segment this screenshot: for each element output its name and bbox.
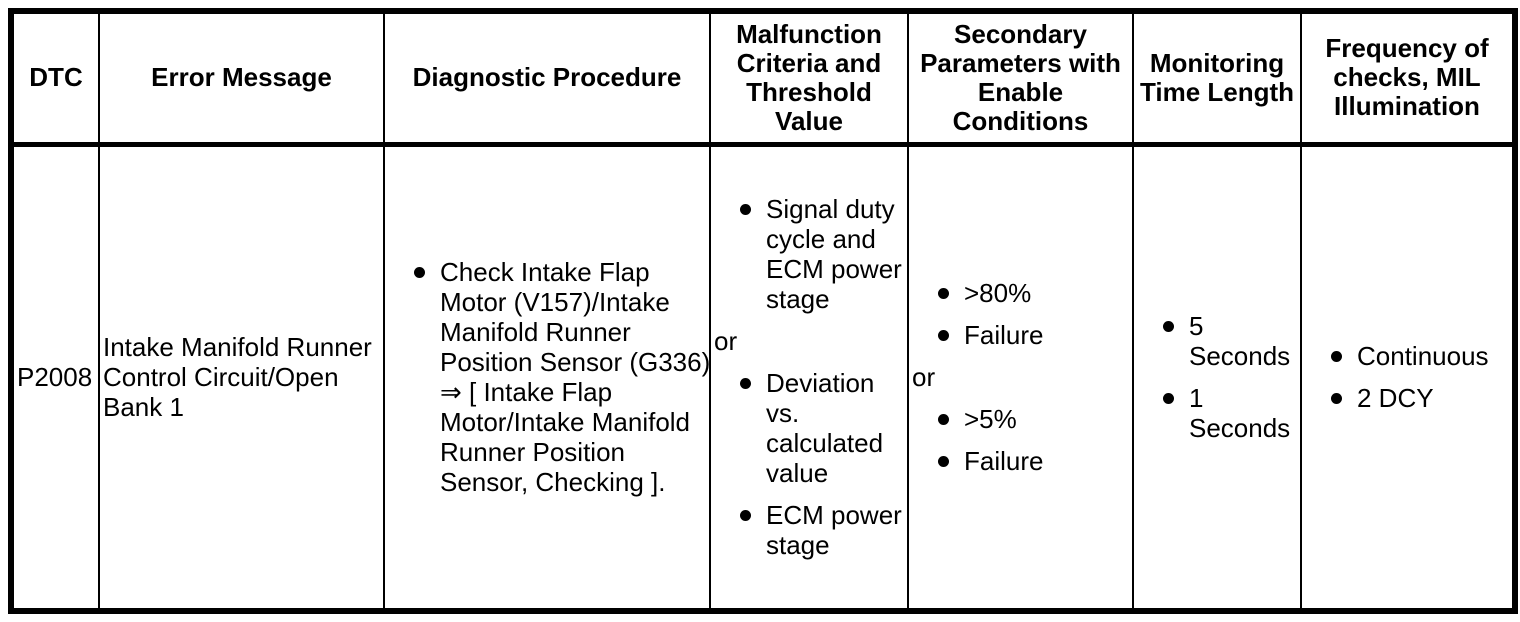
malfunction-item-text: Signal duty cycle and ECM power stage <box>766 194 902 315</box>
header-cell-diagnostic-procedure: Diagnostic Procedure <box>383 10 711 147</box>
header-cell-monitoring-time: Monitoring Time Length <box>1132 10 1302 147</box>
bullet-icon <box>938 414 949 426</box>
bullet-icon <box>938 456 949 468</box>
list-item: >5% <box>911 404 1130 434</box>
monitoring-time-text: 1 Seconds <box>1189 383 1291 444</box>
list-item: 1 Seconds <box>1136 383 1298 443</box>
monitoring-time-text: 5 Seconds <box>1189 311 1291 372</box>
or-connector: or <box>912 362 936 393</box>
frequency-text: Continuous <box>1357 341 1489 372</box>
list-item: Signal duty cycle and ECM power stage <box>713 194 905 314</box>
secondary-parameter-text: Failure <box>964 446 1044 477</box>
list-item: 2 DCY <box>1304 383 1510 413</box>
cell-monitoring-time: 5 Seconds 1 Seconds <box>1132 143 1302 612</box>
cell-malfunction-criteria: Signal duty cycle and ECM power stage or… <box>709 143 909 612</box>
header-cell-dtc: DTC <box>10 10 100 147</box>
header-cell-frequency: Frequency of checks, MIL Illumination <box>1300 10 1516 147</box>
bullet-icon <box>1163 393 1174 405</box>
list-item: ECM power stage <box>713 500 905 560</box>
bullet-icon <box>938 330 949 342</box>
malfunction-item-text: ECM power stage <box>766 500 902 561</box>
cell-error-message: Intake Manifold Runner Control Circuit/O… <box>98 143 385 612</box>
list-item: Failure <box>911 320 1130 350</box>
frequency-text: 2 DCY <box>1357 383 1434 414</box>
list-item: >80% <box>911 278 1130 308</box>
bullet-icon <box>740 204 751 216</box>
header-row: DTC Error Message Diagnostic Procedure M… <box>10 10 1516 147</box>
header-cell-error-message: Error Message <box>98 10 385 147</box>
cell-diagnostic-procedure: Check Intake Flap Motor (V157)/Intake Ma… <box>383 143 711 612</box>
bullet-icon <box>414 267 425 279</box>
bullet-icon <box>1331 393 1342 405</box>
bullet-icon <box>938 288 949 300</box>
secondary-parameter-text: >80% <box>964 278 1032 309</box>
diagnostic-procedure-text: Check Intake Flap Motor (V157)/Intake Ma… <box>440 257 710 498</box>
bullet-icon <box>740 378 751 390</box>
list-item: Deviation vs. calculated value <box>713 368 905 488</box>
bullet-icon <box>740 510 751 522</box>
list-item: Failure <box>911 446 1130 476</box>
cell-frequency: Continuous 2 DCY <box>1300 143 1516 612</box>
or-connector: or <box>714 326 738 357</box>
dtc-diagnostic-table: DTC Error Message Diagnostic Procedure M… <box>8 8 1518 614</box>
secondary-parameter-text: Failure <box>964 320 1044 351</box>
cell-secondary-parameters: >80% Failure or >5% Failure <box>907 143 1134 612</box>
error-message-text: Intake Manifold Runner Control Circuit/O… <box>103 332 372 423</box>
list-item: 5 Seconds <box>1136 311 1298 371</box>
header-cell-secondary-parameters: Secondary Parameters with Enable Conditi… <box>907 10 1134 147</box>
cell-dtc: P2008 <box>10 143 100 612</box>
bullet-icon <box>1163 321 1174 333</box>
secondary-parameter-text: >5% <box>964 404 1017 435</box>
malfunction-item-text: Deviation vs. calculated value <box>766 368 884 489</box>
bullet-icon <box>1331 351 1342 363</box>
list-item: Continuous <box>1304 341 1510 371</box>
list-item: Check Intake Flap Motor (V157)/Intake Ma… <box>387 257 710 498</box>
header-cell-malfunction-criteria: Malfunction Criteria and Threshold Value <box>709 10 909 147</box>
dtc-code: P2008 <box>17 362 93 393</box>
table-row: P2008 Intake Manifold Runner Control Cir… <box>10 143 1516 612</box>
